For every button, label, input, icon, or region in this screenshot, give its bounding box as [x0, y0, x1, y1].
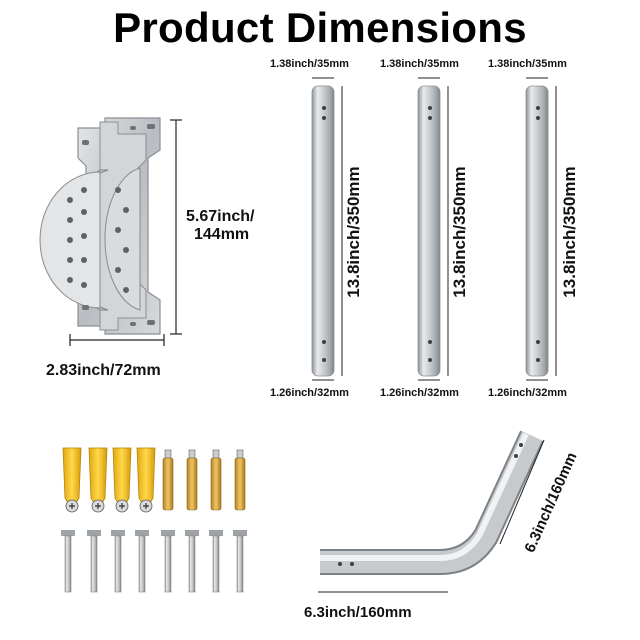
pole-3 [525, 77, 557, 381]
pole-1-length-label: 13.8inch/350mm [344, 166, 363, 298]
pole-1 [311, 77, 343, 381]
expansion-bolts [162, 449, 246, 511]
pole-2-top-label: 1.38inch/35mm [380, 58, 459, 70]
bracket-width-label: 2.83inch/72mm [46, 362, 161, 379]
pole-1-bottom-label: 1.26inch/32mm [270, 387, 349, 399]
page-title: Product Dimensions [113, 4, 527, 51]
bracket-group [39, 117, 182, 346]
wall-anchors [62, 447, 156, 513]
pole-3-length-label: 13.8inch/350mm [560, 166, 579, 298]
pole-2-length-label: 13.8inch/350mm [450, 166, 469, 298]
elbow-horizontal-label: 6.3inch/160mm [304, 604, 412, 621]
bracket-height-label: 5.67inch/ 144mm [186, 208, 255, 243]
pole-1-top-label: 1.38inch/35mm [270, 58, 349, 70]
pole-3-top-label: 1.38inch/35mm [488, 58, 567, 70]
pole-3-bottom-label: 1.26inch/32mm [488, 387, 567, 399]
elbow-tube [318, 430, 545, 593]
pole-2-bottom-label: 1.26inch/32mm [380, 387, 459, 399]
screws [61, 530, 247, 593]
pole-2 [417, 77, 449, 381]
